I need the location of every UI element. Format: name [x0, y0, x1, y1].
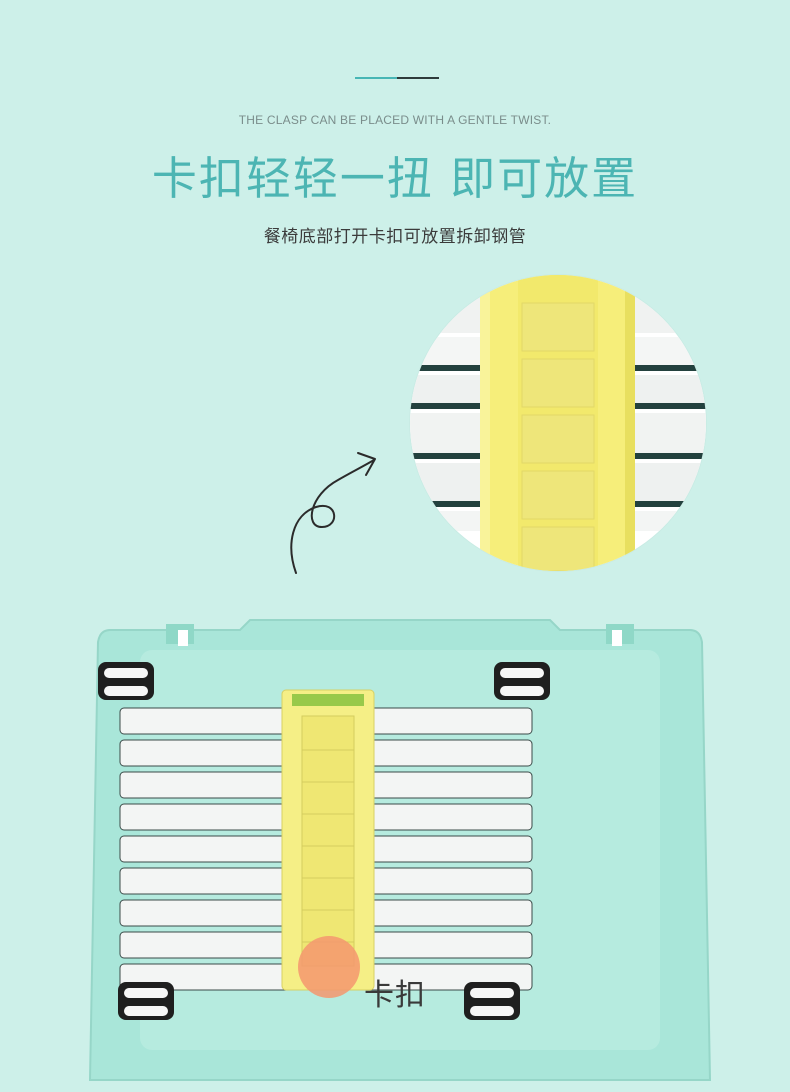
stool-bottom-illustration [88, 619, 712, 1081]
deco-lines [355, 77, 439, 80]
clasp-label: 卡扣 [364, 978, 426, 1013]
clasp-highlight [298, 936, 360, 998]
page-title: 卡扣轻轻一扭 即可放置 [151, 152, 639, 205]
description: 餐椅底部打开卡扣可放置拆卸钢管 [263, 227, 527, 247]
subtitle-en: THE CLASP CAN BE PLACED WITH A GENTLE TW… [238, 113, 552, 127]
zoom-detail-circle [410, 275, 706, 571]
zoom-detail-image [410, 275, 706, 571]
curly-arrow-icon [290, 452, 376, 574]
